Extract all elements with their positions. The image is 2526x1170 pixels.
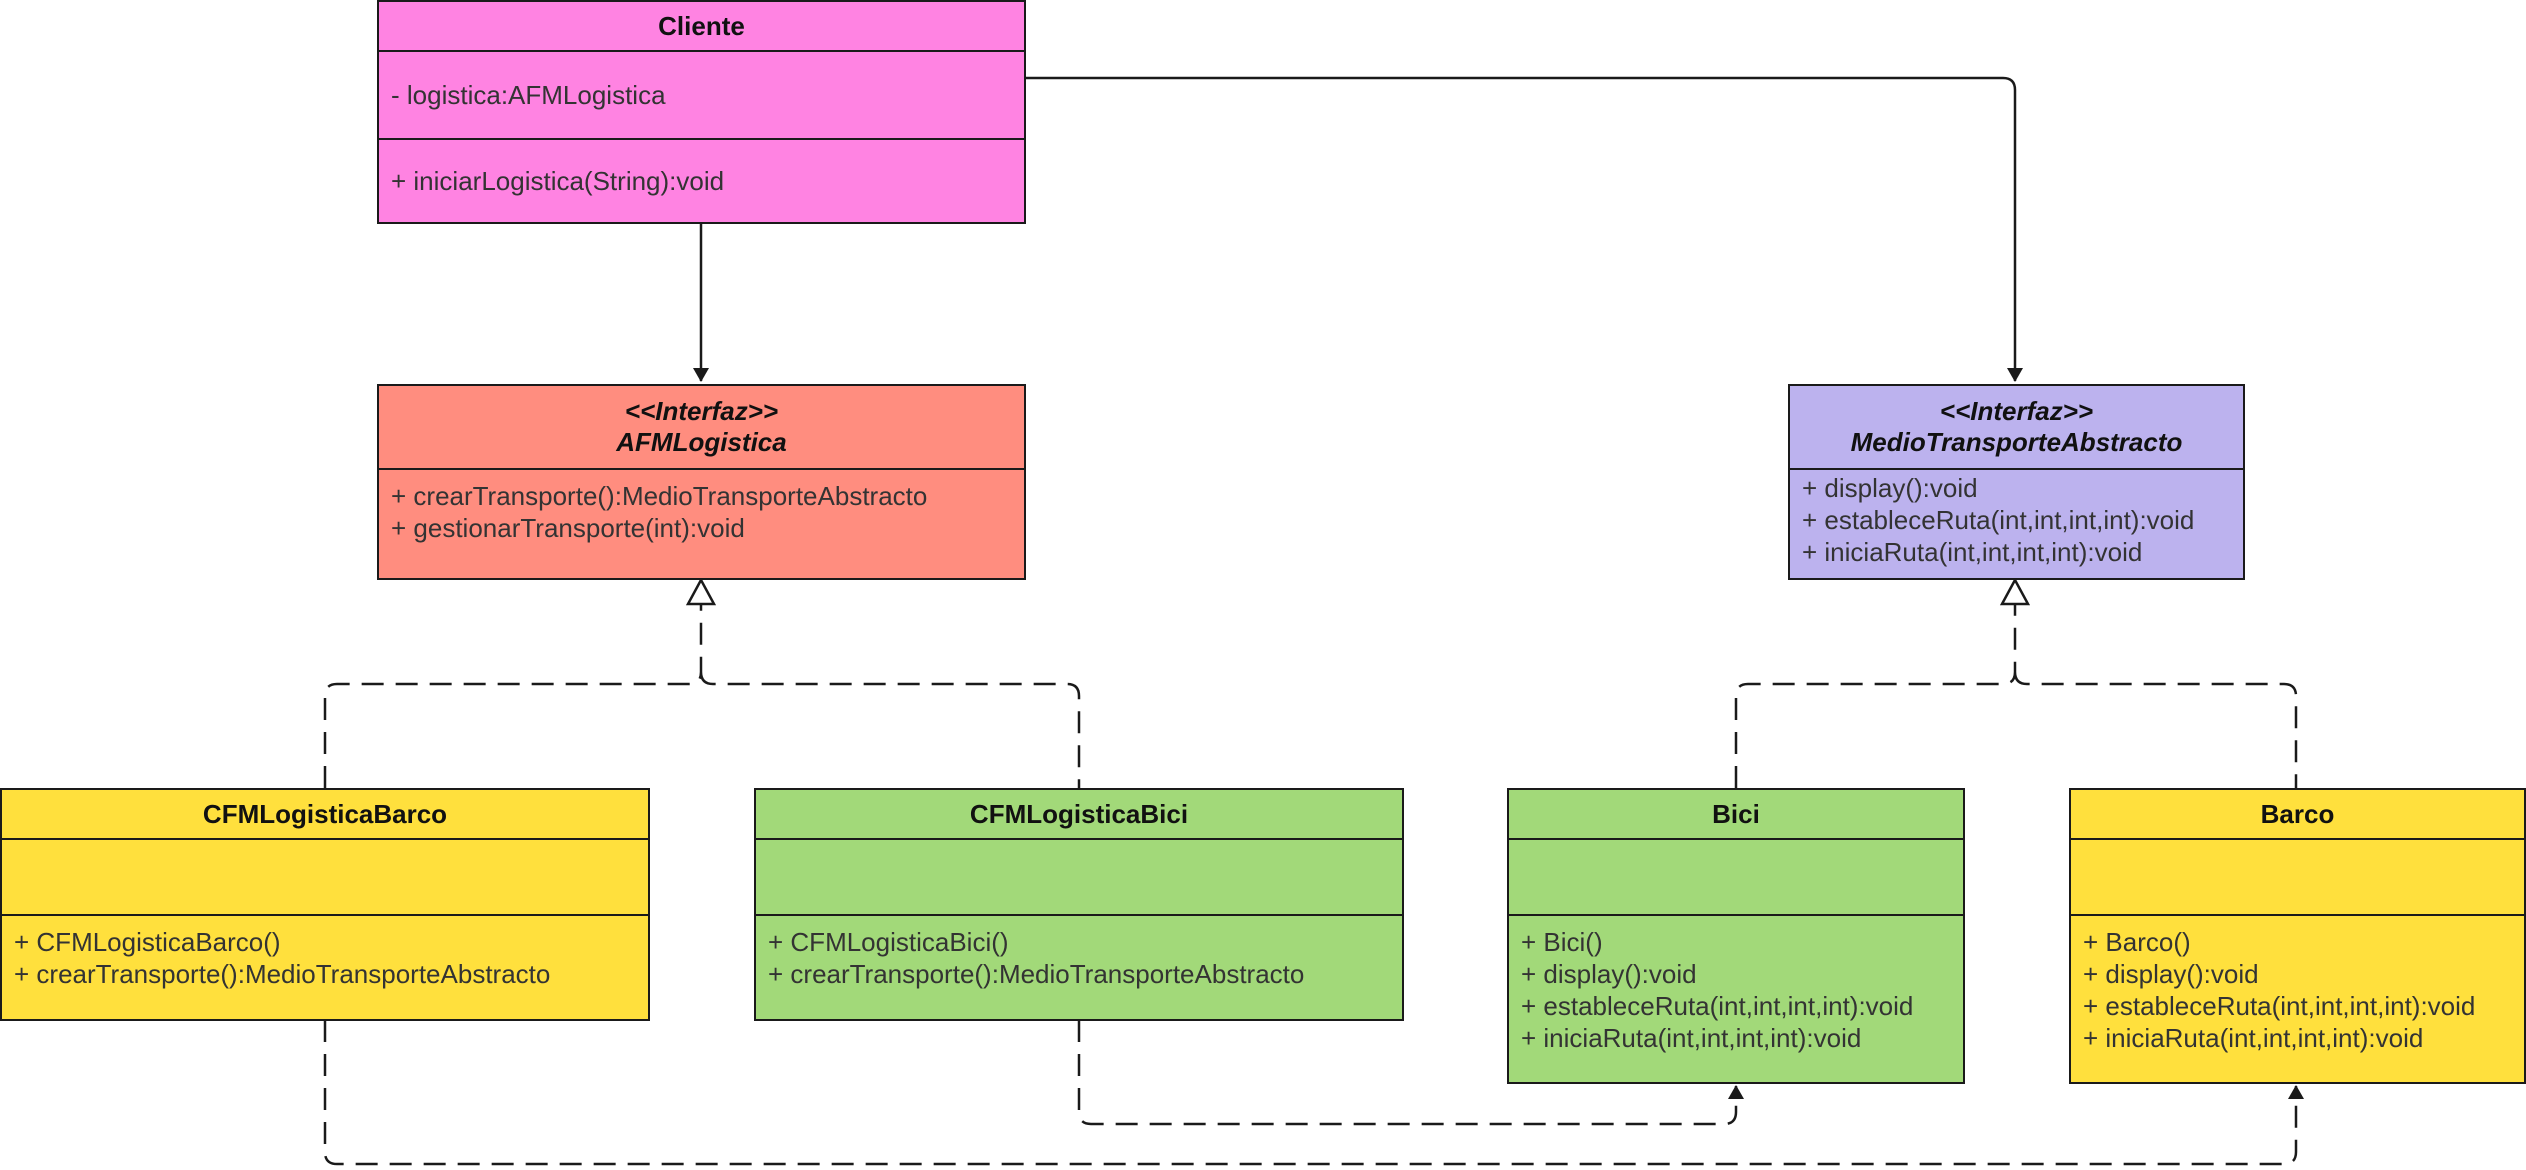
realization-transport-medio (1734, 604, 2298, 788)
class-bici-methods: + Bici() + display():void + estableceRut… (1509, 914, 1963, 1082)
class-cfmbarco-methods: + CFMLogisticaBarco() + crearTransporte(… (2, 914, 648, 1019)
class-barco-name: Barco (2260, 798, 2335, 829)
realization-cfm-afm (323, 604, 1081, 788)
method: + Bici() (1521, 927, 1603, 957)
class-medio-header: <<Interfaz>> MedioTransporteAbstracto (1790, 386, 2243, 468)
method: + display():void (1802, 473, 1978, 503)
method: + CFMLogisticaBici() (768, 927, 1009, 957)
class-bici-header: Bici (1509, 790, 1963, 838)
class-barco-attributes (2071, 838, 2524, 914)
class-mediotransporteabstracto[interactable]: <<Interfaz>> MedioTransporteAbstracto + … (1788, 384, 2245, 580)
method: + iniciaRuta(int,int,int,int):void (1521, 1023, 1862, 1053)
stereotype-label: <<Interfaz>> (624, 396, 779, 426)
class-cfmbici-header: CFMLogisticaBici (756, 790, 1402, 838)
class-cfmlogisticabarco[interactable]: CFMLogisticaBarco + CFMLogisticaBarco() … (0, 788, 650, 1021)
method: + display():void (1521, 959, 1697, 989)
method: + Barco() (2083, 927, 2191, 957)
realization-triangle-afm (685, 577, 717, 606)
dependency-cfmbici-bici (1077, 1020, 1744, 1126)
class-bici-attributes (1509, 838, 1963, 914)
method: + estableceRuta(int,int,int,int):void (1802, 505, 2195, 535)
class-afmlogistica[interactable]: <<Interfaz>> AFMLogistica + crearTranspo… (377, 384, 1026, 580)
stereotype-label: <<Interfaz>> (1939, 396, 2094, 426)
class-cfmbici-attributes (756, 838, 1402, 914)
class-cfmbarco-name: CFMLogisticaBarco (202, 798, 448, 829)
method: + iniciaRuta(int,int,int,int):void (2083, 1023, 2424, 1053)
class-barco-header: Barco (2071, 790, 2524, 838)
class-cfmbici-methods: + CFMLogisticaBici() + crearTransporte()… (756, 914, 1402, 1019)
class-cliente-name: Cliente (658, 10, 745, 41)
class-cfmbarco-header: CFMLogisticaBarco (2, 790, 648, 838)
class-afmlogistica-header: <<Interfaz>> AFMLogistica (379, 386, 1024, 468)
class-afmlogistica-methods: + crearTransporte():MedioTransporteAbstr… (379, 468, 1024, 578)
class-bici-name: Bici (1712, 798, 1760, 829)
dependency-cfmbarco-barco (323, 1020, 2304, 1166)
attribute: - logistica:AFMLogistica (391, 80, 666, 110)
class-cfmbici-name: CFMLogisticaBici (969, 798, 1189, 829)
method: + CFMLogisticaBarco() (14, 927, 281, 957)
class-bici[interactable]: Bici + Bici() + display():void + estable… (1507, 788, 1965, 1084)
realization-triangle-medio (1999, 577, 2031, 606)
class-medio-name: MedioTransporteAbstracto (1850, 427, 2183, 457)
method: + crearTransporte():MedioTransporteAbstr… (768, 959, 1305, 989)
class-cliente[interactable]: Cliente - logistica:AFMLogistica + inici… (377, 0, 1026, 224)
class-cliente-methods: + iniciarLogistica(String):void (379, 138, 1024, 222)
class-afmlogistica-name: AFMLogistica (616, 427, 787, 457)
method: + gestionarTransporte(int):void (391, 513, 745, 543)
method: + estableceRuta(int,int,int,int):void (1521, 991, 1914, 1021)
class-cliente-header: Cliente (379, 2, 1024, 50)
class-medio-methods: + display():void + estableceRuta(int,int… (1790, 468, 2243, 578)
method: + crearTransporte():MedioTransporteAbstr… (391, 481, 928, 511)
method: + iniciaRuta(int,int,int,int):void (1802, 537, 2143, 567)
class-cfmlogisticabici[interactable]: CFMLogisticaBici + CFMLogisticaBici() + … (754, 788, 1404, 1021)
class-cfmbarco-attributes (2, 838, 648, 914)
class-cliente-attributes: - logistica:AFMLogistica (379, 50, 1024, 138)
method: + display():void (2083, 959, 2259, 989)
method: + crearTransporte():MedioTransporteAbstr… (14, 959, 551, 989)
class-barco[interactable]: Barco + Barco() + display():void + estab… (2069, 788, 2526, 1084)
method: + iniciarLogistica(String):void (391, 166, 725, 196)
method: + estableceRuta(int,int,int,int):void (2083, 991, 2476, 1021)
class-barco-methods: + Barco() + display():void + estableceRu… (2071, 914, 2524, 1082)
association-cliente-medio (1025, 76, 2023, 382)
